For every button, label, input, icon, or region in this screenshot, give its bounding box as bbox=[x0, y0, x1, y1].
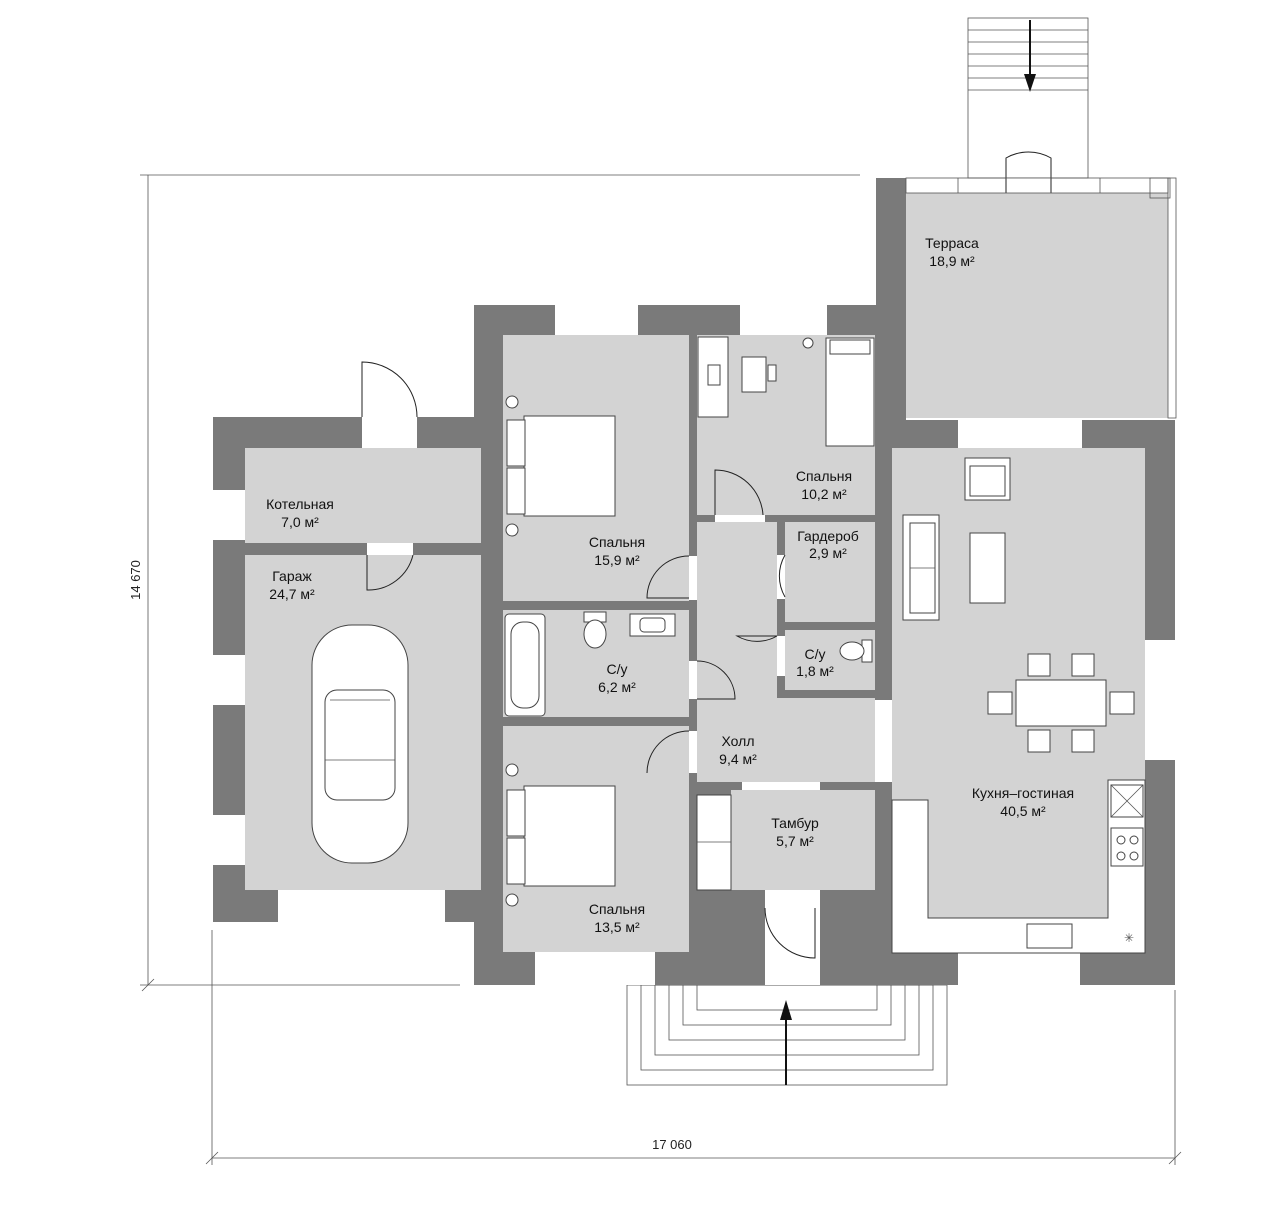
desk-icon bbox=[697, 336, 777, 418]
room-name-boiler: Котельная bbox=[266, 496, 334, 512]
single-bed-icon bbox=[802, 337, 875, 447]
openings bbox=[213, 178, 1175, 985]
wardrobe-icon bbox=[696, 794, 732, 891]
room-name-vestibule: Тамбур bbox=[771, 815, 819, 831]
room-area-wardrobe: 2,9 м² bbox=[809, 545, 847, 561]
room-area-hall: 9,4 м² bbox=[719, 751, 757, 767]
toilet-icon bbox=[839, 639, 873, 663]
room-area-vestibule: 5,7 м² bbox=[776, 833, 814, 849]
width-dimension: 17 060 bbox=[652, 1137, 692, 1152]
bathtub-icon bbox=[504, 613, 546, 717]
room-name-garage: Гараж bbox=[272, 568, 312, 584]
room-area-bedroom-3: 13,5 м² bbox=[594, 919, 640, 935]
dining-table-icon bbox=[987, 653, 1135, 753]
room-name-bath: С/у bbox=[607, 661, 628, 677]
room-name-wardrobe: Гардероб bbox=[797, 528, 859, 544]
furniture: ✳ bbox=[311, 336, 1146, 954]
room-name-bedroom-3: Спальня bbox=[589, 901, 645, 917]
sofa-icon bbox=[902, 514, 940, 621]
dimension-lines: 17 060 14 670 bbox=[128, 174, 1182, 1165]
kitchen-counter-icon: ✳ bbox=[891, 779, 1146, 954]
svg-text:✳: ✳ bbox=[1124, 931, 1134, 945]
room-name-hall: Холл bbox=[722, 733, 755, 749]
door-swings bbox=[361, 151, 1052, 959]
car-icon bbox=[311, 624, 409, 864]
double-bed-icon bbox=[505, 395, 616, 537]
room-area-bedroom-1: 15,9 м² bbox=[594, 552, 640, 568]
terrace-railing bbox=[905, 177, 1177, 419]
sink-icon bbox=[629, 613, 676, 637]
front-stairs bbox=[626, 984, 948, 1086]
room-name-kitchen-living: Кухня–гостиная bbox=[972, 785, 1074, 801]
room-area-bedroom-2: 10,2 м² bbox=[801, 486, 847, 502]
room-name-wc: С/у bbox=[805, 646, 826, 662]
terrace-arrow-icon bbox=[1024, 74, 1036, 92]
height-dimension: 14 670 bbox=[128, 560, 143, 600]
room-name-bedroom-2: Спальня bbox=[796, 468, 852, 484]
room-area-bath: 6,2 м² bbox=[598, 679, 636, 695]
room-area-garage: 24,7 м² bbox=[269, 586, 315, 602]
room-name-bedroom-1: Спальня bbox=[589, 534, 645, 550]
room-area-kitchen-living: 40,5 м² bbox=[1000, 803, 1046, 819]
armchair-icon bbox=[964, 457, 1011, 501]
entry-arrow-icon bbox=[780, 1000, 792, 1020]
room-area-boiler: 7,0 м² bbox=[281, 514, 319, 530]
room-name-terrace: Терраса bbox=[925, 235, 979, 251]
room-area-terrace: 18,9 м² bbox=[929, 253, 975, 269]
room-area-wc: 1,8 м² bbox=[796, 663, 834, 679]
room-labels: Терраса 18,9 м² Котельная 7,0 м² Гараж 2… bbox=[266, 235, 1074, 935]
coffee-table-icon bbox=[969, 532, 1006, 604]
double-bed-icon bbox=[505, 763, 616, 907]
toilet-icon bbox=[583, 611, 607, 649]
terrace-stairs bbox=[967, 17, 1089, 179]
